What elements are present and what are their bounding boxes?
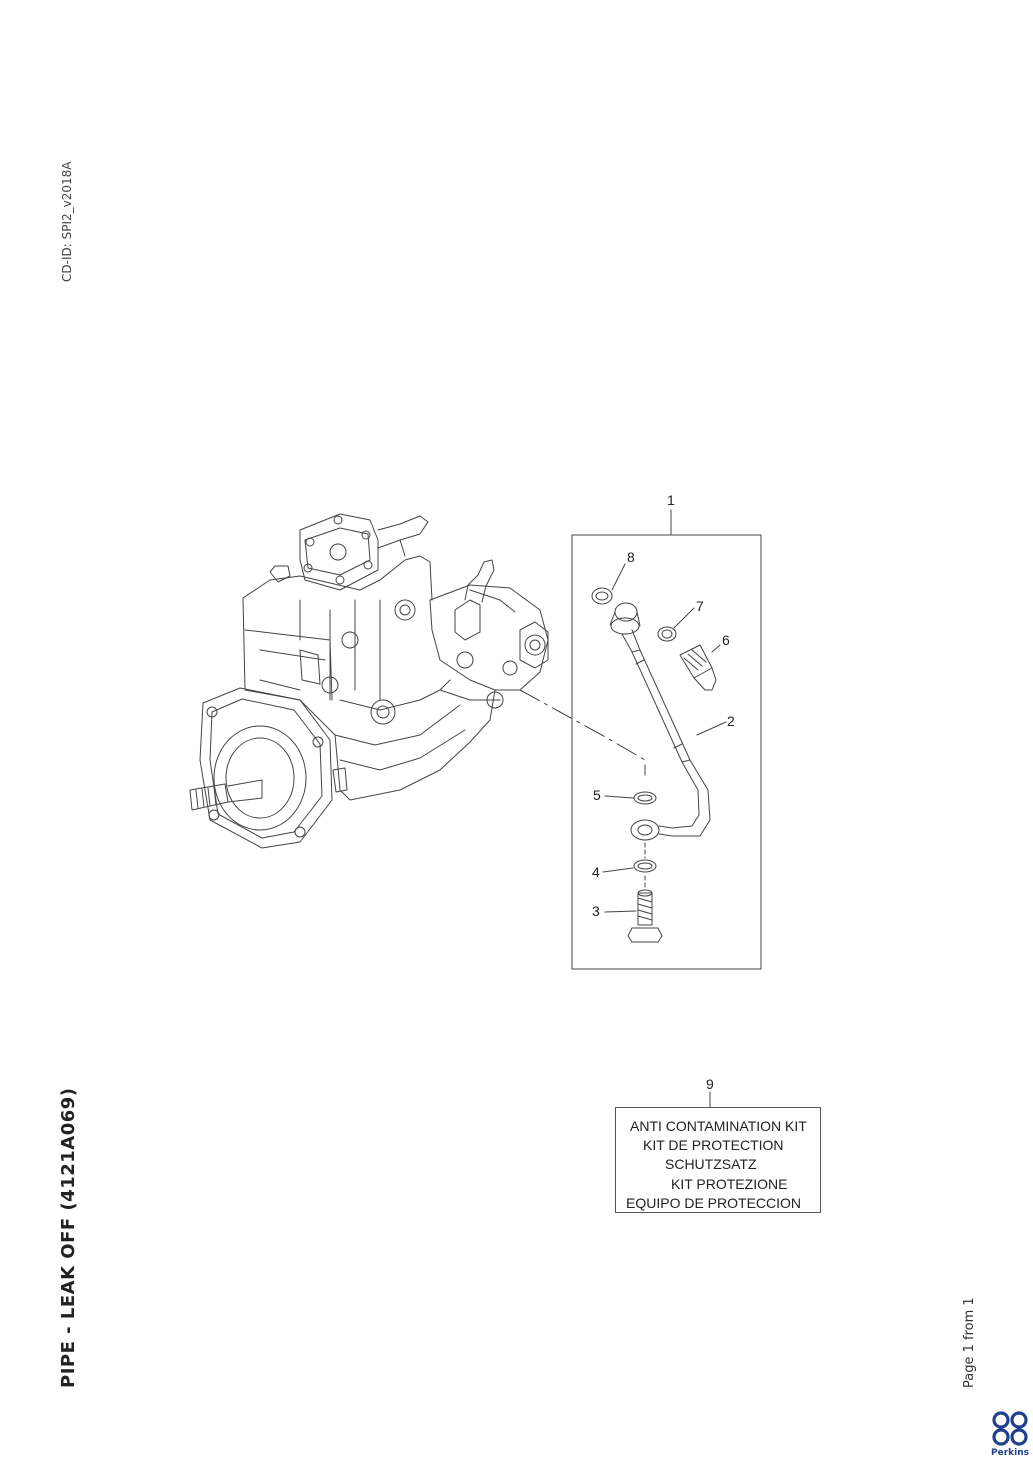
assembly-leader-line	[519, 689, 646, 776]
perkins-logo-text: Perkins	[991, 1448, 1029, 1458]
kit-label-en: ANTI CONTAMINATION KIT	[630, 1118, 807, 1134]
fuel-pump-illustration	[189, 513, 549, 849]
callout-3: 3	[592, 903, 600, 919]
parts-frame	[571, 534, 762, 970]
washer-7	[657, 626, 677, 642]
washer-4	[633, 859, 657, 873]
callout-1: 1	[667, 492, 675, 508]
callout-4: 4	[592, 864, 600, 880]
leak-off-pipe-inner	[621, 633, 700, 829]
callout-2-leader	[696, 721, 727, 736]
kit-label-de: SCHUTZSATZ	[665, 1156, 757, 1172]
callout-2: 2	[727, 713, 735, 729]
washer-5	[633, 791, 657, 805]
callout-5: 5	[593, 787, 601, 803]
kit-label-es: EQUIPO DE PROTECCION	[626, 1195, 802, 1211]
lower-banjo	[630, 819, 660, 841]
callout-8: 8	[627, 549, 635, 565]
kit-label-it: KIT PROTEZIONE	[671, 1176, 788, 1192]
washer-8	[591, 587, 613, 605]
callout-9: 9	[706, 1076, 714, 1092]
banjo-bolt-3	[637, 892, 653, 926]
callout-7: 7	[696, 598, 704, 614]
perkins-logo-icon	[992, 1411, 1028, 1446]
kit-label-fr: KIT DE PROTECTION	[643, 1137, 784, 1153]
callout-6: 6	[722, 632, 730, 648]
anti-contamination-kit-box: ANTI CONTAMINATION KIT KIT DE PROTECTION…	[615, 1107, 821, 1213]
